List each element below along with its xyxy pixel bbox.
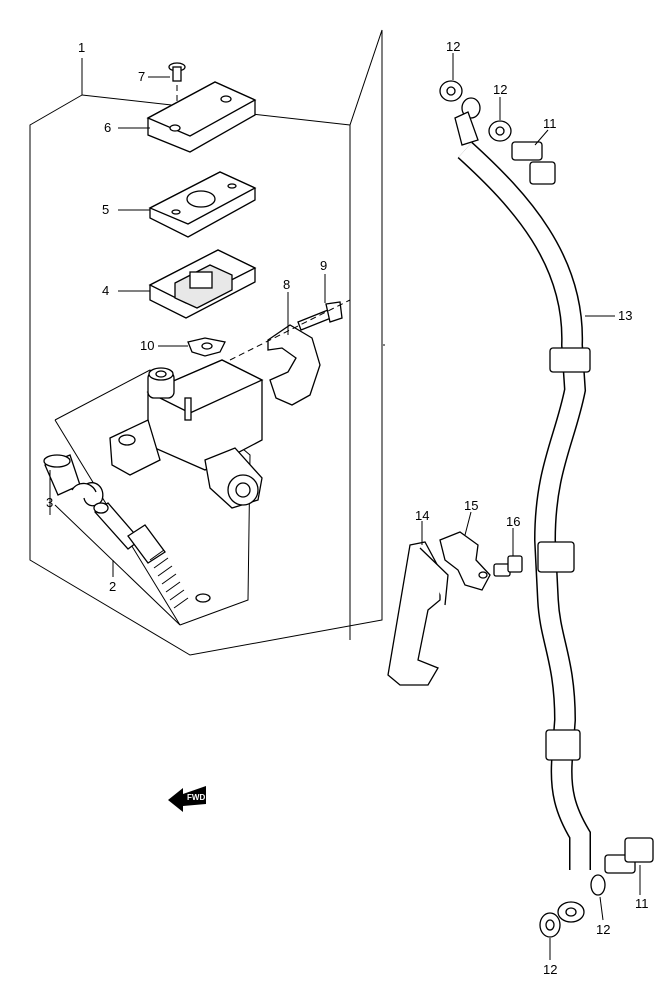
callout-6: 6 xyxy=(104,120,111,135)
part-9-bolt xyxy=(297,301,343,331)
lower-banjo-bolt xyxy=(539,837,654,938)
callout-15: 15 xyxy=(464,498,478,513)
leader-lines xyxy=(49,53,641,960)
callout-10: 10 xyxy=(140,338,154,353)
callout-1: 1 xyxy=(78,40,85,55)
part-10-wing-nut xyxy=(187,337,226,357)
fwd-arrow-icon: FWD xyxy=(168,786,206,812)
alignment-line-bolt xyxy=(229,299,351,361)
part-6-cap xyxy=(146,81,257,153)
callout-9: 9 xyxy=(320,258,327,273)
callout-14: 14 xyxy=(415,508,429,523)
callout-7: 7 xyxy=(138,69,145,84)
part-8-clamp xyxy=(267,324,321,406)
callout-5: 5 xyxy=(102,202,109,217)
callout-2: 2 xyxy=(109,579,116,594)
callout-12-d: 12 xyxy=(543,962,557,977)
callout-8: 8 xyxy=(283,277,290,292)
part-15-guide xyxy=(439,531,491,591)
part-3-boot xyxy=(43,454,104,507)
part-2-piston-spring xyxy=(93,502,211,609)
callout-12-a: 12 xyxy=(446,39,460,54)
callout-11-upper: 11 xyxy=(543,116,557,131)
callout-11-lower: 11 xyxy=(635,896,649,911)
callout-labels: 1 2 3 4 5 6 7 8 9 10 11 11 12 12 12 12 1… xyxy=(46,39,649,977)
callout-13: 13 xyxy=(618,308,632,323)
master-cylinder-body xyxy=(109,359,264,509)
callout-12-c: 12 xyxy=(596,922,610,937)
part-5-plate xyxy=(148,171,257,238)
part-16-bolt xyxy=(493,555,523,577)
callout-4: 4 xyxy=(102,283,109,298)
callout-3: 3 xyxy=(46,495,53,510)
part-14-bracket xyxy=(387,541,449,686)
callout-12-b: 12 xyxy=(493,82,507,97)
fwd-label: FWD xyxy=(187,793,205,802)
upper-banjo-fitting xyxy=(439,80,556,185)
part-13-brake-hose xyxy=(457,141,591,923)
part-4-diaphragm xyxy=(148,249,257,319)
callout-16: 16 xyxy=(506,514,520,529)
